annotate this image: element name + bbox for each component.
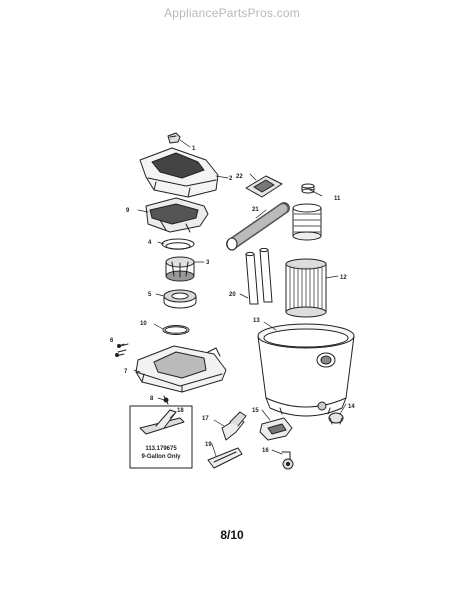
callout-2: 2 — [229, 176, 233, 182]
callout-7: 7 — [124, 369, 128, 375]
part-5-gasket — [163, 289, 197, 309]
inset-box — [129, 405, 193, 469]
part-10-o-ring — [162, 325, 190, 335]
part-22-bracket — [245, 175, 283, 198]
part-4-ring — [161, 238, 195, 250]
part-1-latch-knob — [167, 132, 181, 144]
callout-13: 13 — [253, 318, 260, 324]
watermark: AppliancePartsPros.com — [164, 6, 300, 20]
callout-4: 4 — [148, 240, 152, 246]
part-3-motor-fan — [165, 256, 195, 282]
part-15-caster-bracket — [259, 417, 293, 441]
callout-11: 11 — [334, 196, 341, 202]
part-21-hose — [226, 202, 290, 251]
part-7-lid — [135, 345, 227, 393]
callout-17: 17 — [202, 416, 209, 422]
part-11-foam-sleeve — [292, 183, 322, 241]
callout-9: 9 — [126, 208, 130, 214]
part-13-tank — [257, 323, 355, 417]
part-16-caster-wheel — [281, 451, 294, 470]
callout-8: 8 — [150, 396, 154, 402]
part-17-nozzle — [221, 411, 247, 441]
callout-6: 6 — [110, 338, 114, 344]
page-number: 8/10 — [220, 528, 244, 542]
part-2-handle-cover — [139, 147, 219, 198]
part-8-screw — [163, 395, 169, 405]
part-20-extension-wands — [245, 247, 273, 305]
leader-lines — [117, 139, 347, 457]
part-18-floor-nozzle — [139, 409, 185, 435]
callout-3: 3 — [206, 260, 210, 266]
callout-labels: 1 2 3 4 5 6 7 8 9 10 11 12 13 14 15 16 1… — [110, 146, 355, 460]
callout-20: 20 — [229, 292, 236, 298]
callout-21: 21 — [252, 207, 259, 213]
callout-10: 10 — [140, 321, 147, 327]
part-19-crevice-tool — [207, 447, 243, 469]
callout-15: 15 — [252, 408, 259, 414]
callout-19: 19 — [205, 442, 212, 448]
callout-18: 18 — [177, 408, 184, 414]
part-9-power-head — [145, 197, 209, 233]
callout-16: 16 — [262, 448, 269, 454]
callout-5: 5 — [148, 292, 152, 298]
part-14-knob — [328, 412, 344, 425]
part-12-cartridge-filter — [285, 258, 327, 318]
inset-model-number: 113.179675 — [145, 446, 177, 452]
inset-note: 9-Gallon Only — [141, 454, 181, 460]
callout-14: 14 — [348, 404, 355, 410]
callout-22: 22 — [236, 174, 243, 180]
part-6-screws — [115, 343, 129, 357]
callout-12: 12 — [340, 275, 347, 281]
callout-1: 1 — [192, 146, 196, 152]
